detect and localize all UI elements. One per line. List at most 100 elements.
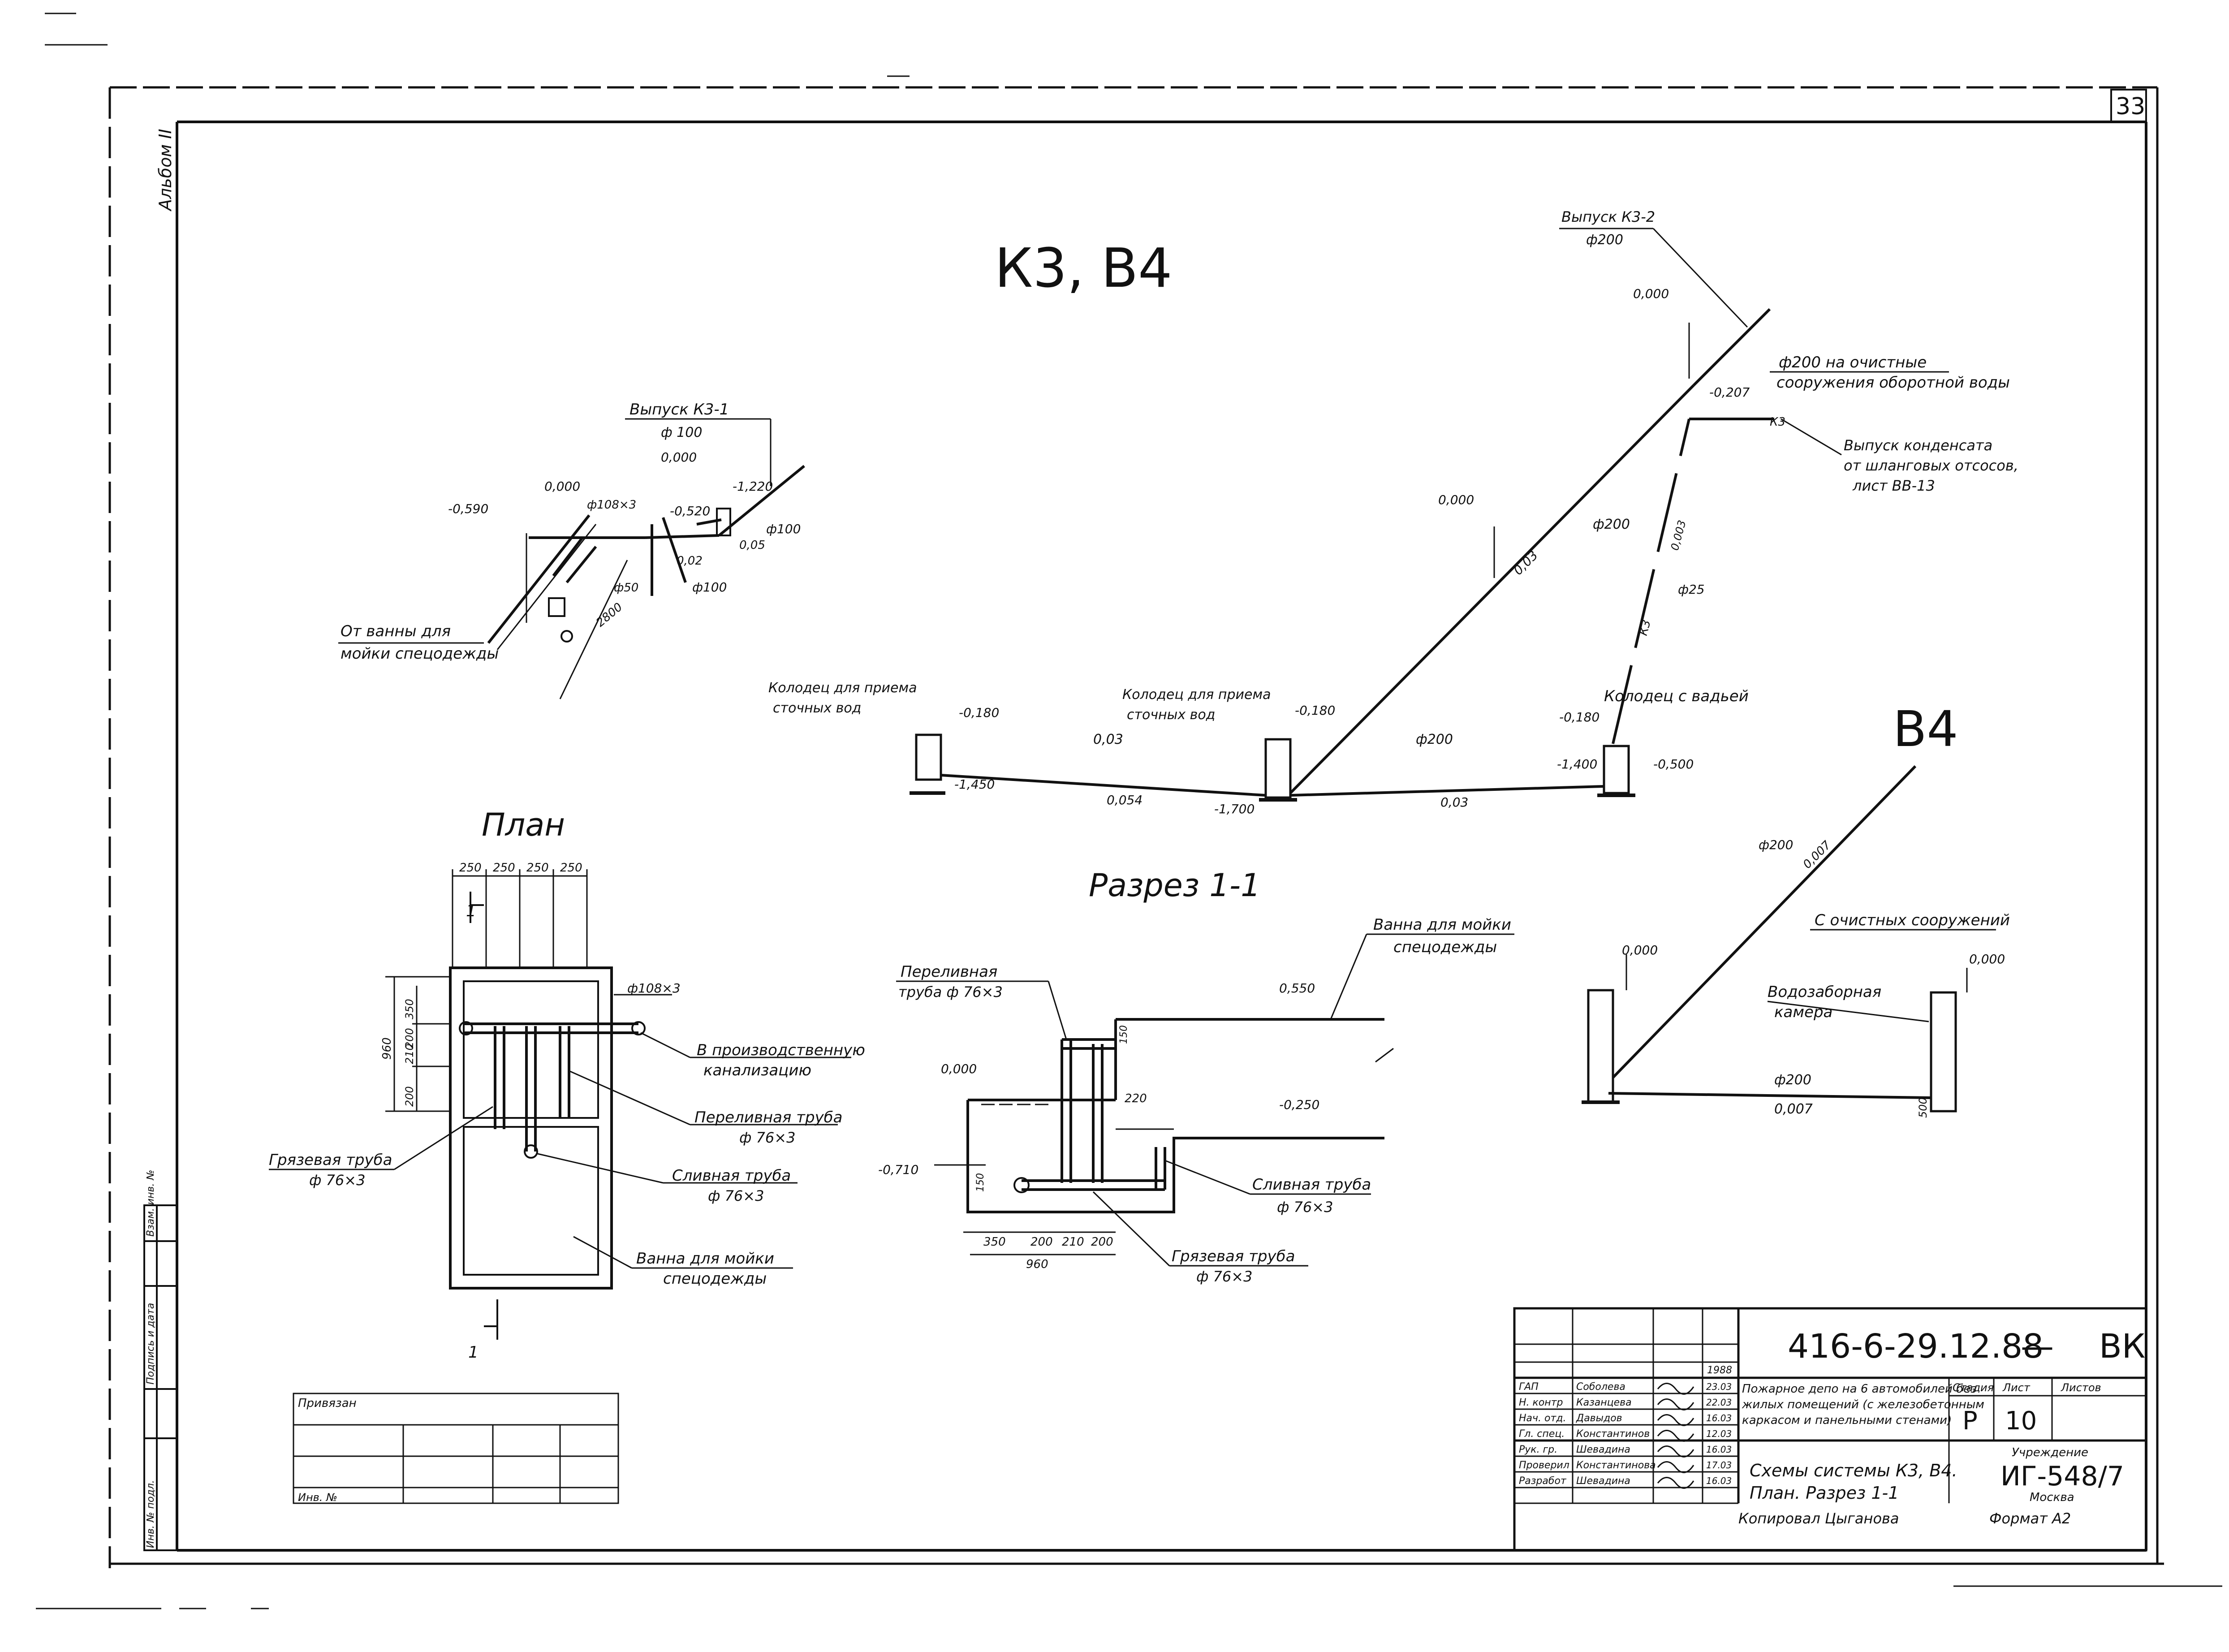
stamp-stage: Р [1962,1406,1978,1436]
plan-dim-250-a: 250 [459,861,482,875]
plan-pipe-main: ф108×3 [627,981,681,996]
outlet-k3-1-label: Выпуск К3-1 [629,401,729,418]
mark-0000-c: 0,000 [1438,492,1474,507]
plan-dirt-l2: ф 76×3 [309,1172,365,1189]
k3-tag-a: К3 [1770,415,1785,429]
mark-w1-top: -0,180 [959,705,999,720]
stamp-stage-h: Стадия [1953,1381,1994,1394]
stamp-code: 416-6-29.12.88 [1788,1327,2044,1366]
section-mark-0000: 0,000 [941,1061,977,1076]
side-stamp [143,1204,178,1551]
mark-0520: -0,520 [670,504,710,518]
b4-500: 500 [1917,1097,1929,1118]
well-1-l1: Колодец для приема [768,680,917,696]
plan-dim-250-c: 250 [526,861,549,875]
len-2800: 2800 [594,600,625,630]
b4-mark-0000-b: 0,000 [1969,952,2005,966]
plan-bath-l2: спецодежды [663,1270,767,1288]
sheet-number: 33 [2116,93,2145,120]
mark-0590: -0,590 [448,501,488,516]
plan-dim-200b: 200 [403,1086,416,1107]
section-dirt-l1: Грязевая труба [1172,1247,1295,1265]
condensate-l1: Выпуск конденсата [1844,437,1992,454]
stamp-roles: ГАП Н. контр Нач. отд. Гл. спец. Рук. гр… [1519,1381,1569,1487]
title-section: Разрез 1-1 [1089,867,1261,904]
to-treatment-l1: ф200 на очистные [1779,354,1927,371]
section-overflow-l1: Переливная [901,963,997,981]
date-4: 12.03 [1706,1428,1732,1439]
role-proveril: Проверил [1519,1460,1569,1471]
title-b4: В4 [1893,700,1958,758]
intake-l1: Водозаборная [1768,983,1881,1001]
section-dim-210: 210 [1062,1235,1084,1249]
leader [394,1106,493,1170]
stamp-year: 1988 [1707,1365,1732,1376]
role-razrab: Разработ [1519,1475,1567,1487]
date-2: 22.03 [1706,1397,1732,1408]
slope-003-b: 0,03 [1511,548,1541,578]
slope-003-a: 0,03 [1440,795,1468,810]
role-nachotd: Нач. отд. [1519,1413,1566,1424]
dia-200-a: 0,03 [1093,732,1123,747]
leader [1767,1001,1929,1022]
condensate-l3: лист ВВ-13 [1852,477,1935,494]
k3-outlet-1-scheme [487,465,805,699]
section-dim-200a: 200 [1030,1235,1053,1249]
plan-to-sewer-l2: канализацию [703,1061,811,1079]
leader [573,1236,632,1269]
leader [640,1032,690,1058]
section-dirt-l2: ф 76×3 [1196,1268,1252,1285]
stamp-sheets-h: Листов [2061,1381,2101,1394]
side-stamp-orig: Инв. № подл. [145,1480,156,1548]
plan-drain-l1: Сливная труба [672,1167,791,1185]
title-block [293,1307,2147,1552]
leader [1164,1160,1250,1195]
stamp-dates: 23.03 22.03 16.03 12.03 16.03 17.03 16.0… [1706,1381,1732,1486]
stamp-sheet-h: Лист [2002,1381,2031,1394]
name-7: Шевадина [1576,1475,1630,1487]
plan-drain-l2: ф 76×3 [708,1187,764,1204]
plan-overflow-l1: Переливная труба [694,1109,843,1126]
section-dim-350: 350 [983,1235,1006,1249]
mark-w2-bot: -1,700 [1214,802,1255,816]
name-1: Соболева [1576,1381,1625,1393]
section-drain-l2: ф 76×3 [1277,1199,1333,1216]
title-plan: План [482,807,565,843]
date-7: 16.03 [1706,1475,1732,1486]
date-5: 16.03 [1706,1444,1732,1455]
stamp-project-l3: каркасом и панельными стенами) [1742,1414,1952,1427]
plan-dim-350: 350 [403,999,416,1019]
album-label: Альбом II [155,129,175,212]
dia-200-c: ф200 [1593,517,1630,532]
name-3: Давыдов [1576,1413,1622,1424]
stamp-dash: — [2021,1327,2054,1366]
mark-w3-top: -0,180 [1559,710,1600,725]
plan-dim-200a: 200 [403,1028,416,1048]
role-glspec: Гл. спец. [1519,1428,1565,1440]
role-gap: ГАП [1519,1381,1539,1393]
name-4: Константинов [1576,1428,1650,1440]
dia-100-a: ф100 [692,580,727,595]
b4-dia-200-a: ф200 [1759,837,1793,852]
leader [1652,228,1748,328]
stamp-sheet: 10 [2005,1406,2037,1436]
mark-w3-side: -0,500 [1653,757,1694,772]
date-1: 23.03 [1706,1381,1732,1392]
role-nkontr: Н. контр [1519,1397,1563,1408]
section-dim-150a: 150 [1118,1025,1130,1044]
outlet-k3-1-dia: ф 100 [661,425,702,440]
from-treatment: С очистных сооружений [1815,911,2010,929]
k3-main-network [910,308,1774,802]
section-mark-0710: -0,710 [878,1162,918,1177]
name-6: Константинова [1576,1460,1656,1471]
well-2-l2: сточных вод [1127,707,1215,723]
from-bath-l2: мойки спецодежды [341,645,499,663]
k3-tag-b: К3 [1637,618,1654,637]
section-dim-150b: 150 [975,1173,986,1192]
mark-0000-b: 0,000 [544,479,580,494]
mark-0000-a: 0,000 [661,450,697,465]
b4-mark-0000-a: 0,000 [1622,943,1658,958]
outlet-k3-2-dia: ф200 [1586,232,1623,248]
role-rukgr: Рук. гр. [1519,1444,1557,1455]
